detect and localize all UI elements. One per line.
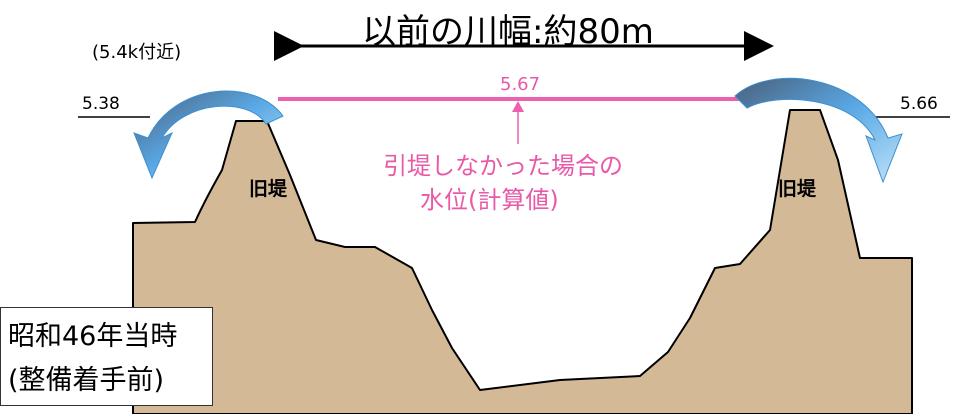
ground-profile [132, 109, 913, 414]
right-bank-level: 5.66 [900, 94, 938, 114]
left-overflow-arrow [133, 90, 284, 180]
river-width-title: 以前の川幅:約80m [362, 12, 654, 52]
water-note-line2: 水位(計算値) [420, 186, 559, 214]
location-label: (5.4k付近) [92, 42, 182, 63]
era-box [0, 307, 213, 406]
era-line1: 昭和46年当時 [8, 321, 178, 352]
left-bank-level: 5.38 [82, 94, 120, 114]
old-levee-label-left: 旧堤 [249, 178, 288, 200]
note-pointer-head [512, 101, 524, 112]
water-note-line1: 引堤しなかった場合の [383, 152, 623, 180]
right-overflow-arrow [734, 77, 903, 184]
old-levee-label-right: 旧堤 [778, 178, 817, 200]
water-level-value: 5.67 [500, 74, 541, 95]
era-line2: (整備着手前) [8, 365, 165, 396]
